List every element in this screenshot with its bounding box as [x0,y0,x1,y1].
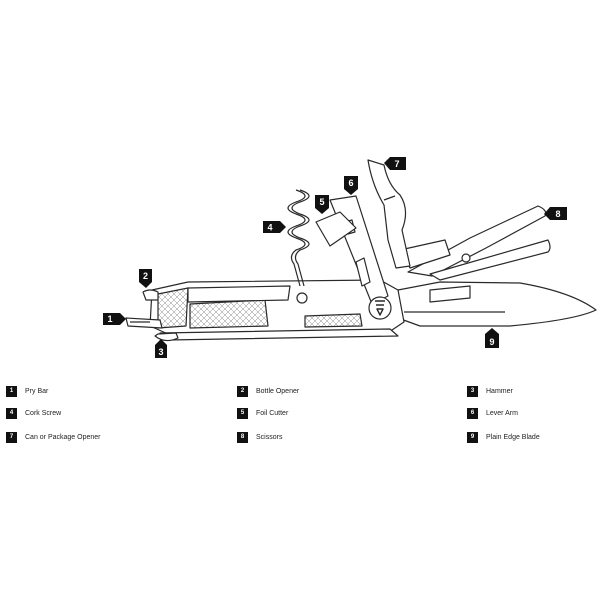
callout-2-number: 2 [143,271,148,281]
callout-2: 2 [139,269,152,288]
callout-9: 9 [485,328,499,348]
callout-7-number: 7 [394,159,399,169]
hammer-drawing [154,332,179,342]
cork-screw-drawing [287,189,310,287]
callout-7: 7 [384,157,406,170]
callout-4: 4 [263,221,286,233]
callout-8-number: 8 [555,209,560,219]
callout-5: 5 [315,195,329,214]
callout-4-number: 4 [267,223,272,233]
callout-3: 3 [155,339,167,358]
callout-8: 8 [544,207,567,220]
scissors-drawing [399,205,551,281]
callout-1-number: 1 [107,314,112,324]
bottle-opener-drawing [142,289,159,301]
gerber-logo-icon [368,296,392,320]
callout-9-number: 9 [489,337,494,347]
callout-3-number: 3 [158,347,163,357]
can-opener-drawing [367,159,411,269]
handle-drawing [149,279,405,341]
foil-cutter-drawing [315,211,357,247]
plain-edge-blade-drawing [397,281,597,327]
callout-1: 1 [103,313,126,325]
callout-markers: 1 2 3 4 5 6 7 8 [103,157,567,358]
pry-bar-drawing [125,317,163,329]
callout-6-number: 6 [348,178,353,188]
callout-6: 6 [344,176,358,195]
callout-5-number: 5 [319,197,324,207]
